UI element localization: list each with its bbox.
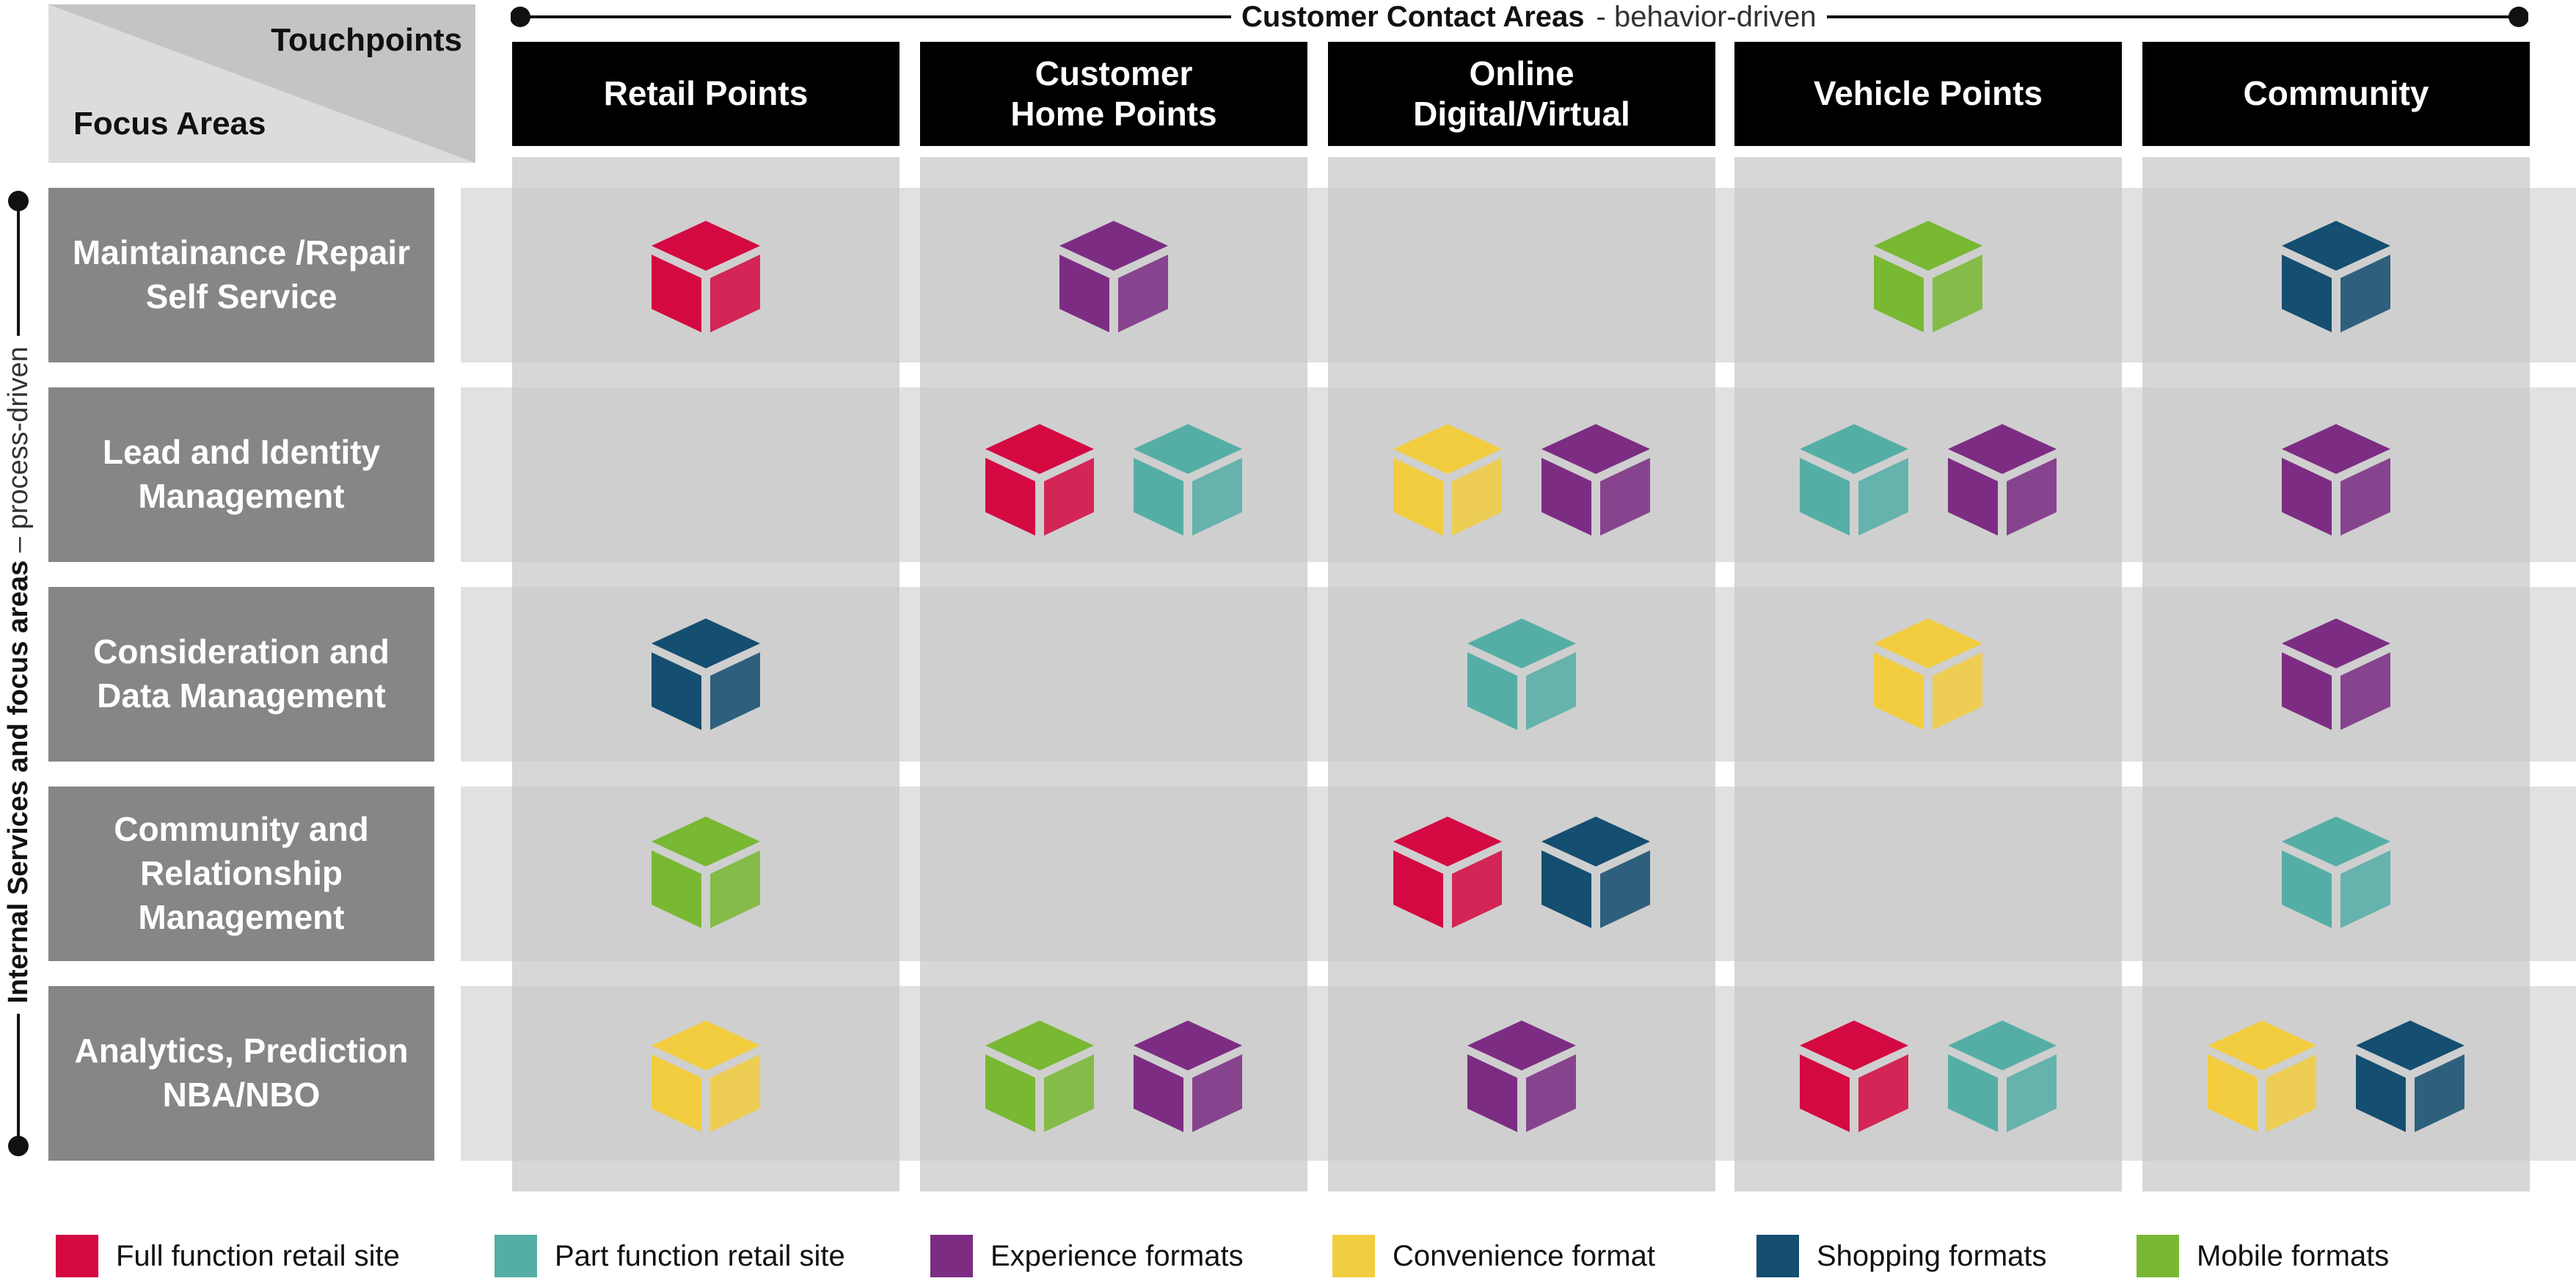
- shopping-cube-icon: [2348, 1015, 2473, 1139]
- full-cube-icon: [1792, 1015, 1916, 1139]
- convenience-cube-icon: [1385, 418, 1510, 543]
- focus-areas-label: Focus Areas: [73, 106, 266, 142]
- row-header-maintainance-self-service: Maintainance /Repair Self Service: [48, 188, 434, 362]
- touchpoints-label: Touchpoints: [271, 22, 462, 58]
- row-band-maintainance: [461, 188, 2576, 362]
- legend-label-experience: Experience formats: [990, 1239, 1244, 1272]
- legend-swatch-mobile: [2137, 1235, 2179, 1277]
- convenience-cube-icon: [1866, 613, 1991, 737]
- row-header-analytics-prediction: Analytics, Prediction NBA/NBO: [48, 986, 434, 1161]
- legend-item-part: Part function retail site: [495, 1234, 845, 1278]
- legend-swatch-convenience: [1332, 1235, 1375, 1277]
- row-header-community-relationship-management: Community and Relationship Management: [48, 787, 434, 961]
- experience-cube-icon: [2274, 613, 2398, 737]
- column-header-customer-home-points: Customer Home Points: [920, 42, 1307, 146]
- legend-item-full: Full function retail site: [56, 1234, 400, 1278]
- top-title-sub: - behavior-driven: [1596, 1, 1817, 33]
- legend-label-convenience: Convenience format: [1393, 1239, 1655, 1272]
- shopping-cube-icon: [2274, 215, 2398, 340]
- experience-cube-icon: [1459, 1015, 1584, 1139]
- corner-header-shape: [48, 4, 475, 163]
- part-cube-icon: [1940, 1015, 2065, 1139]
- column-header-online-digital-virtual: Online Digital/Virtual: [1328, 42, 1715, 146]
- experience-cube-icon: [1051, 215, 1176, 340]
- legend-label-part: Part function retail site: [555, 1239, 845, 1272]
- experience-cube-icon: [1533, 418, 1658, 543]
- full-cube-icon: [977, 418, 1102, 543]
- row-header-consideration-data-management: Consideration and Data Management: [48, 587, 434, 762]
- full-cube-icon: [1385, 811, 1510, 935]
- mobile-cube-icon: [643, 811, 768, 935]
- legend-item-shopping: Shopping formats: [1756, 1234, 2047, 1278]
- legend-item-experience: Experience formats: [930, 1234, 1244, 1278]
- left-title-sub: – process-driven: [3, 346, 34, 561]
- corner-header: Touchpoints Focus Areas: [48, 4, 475, 163]
- customer-contact-areas-title: Customer Contact Areas - behavior-driven: [1231, 0, 1827, 34]
- part-cube-icon: [2274, 811, 2398, 935]
- convenience-cube-icon: [643, 1015, 768, 1139]
- legend-item-convenience: Convenience format: [1332, 1234, 1655, 1278]
- legend-swatch-full: [56, 1235, 98, 1277]
- mobile-cube-icon: [1866, 215, 1991, 340]
- left-title-bold: Internal Services and focus areas: [3, 560, 34, 1004]
- full-cube-icon: [643, 215, 768, 340]
- experience-cube-icon: [2274, 418, 2398, 543]
- part-cube-icon: [1125, 418, 1250, 543]
- legend-label-mobile: Mobile formats: [2197, 1239, 2390, 1272]
- convenience-cube-icon: [2200, 1015, 2324, 1139]
- row-header-lead-identity-management: Lead and Identity Management: [48, 387, 434, 562]
- row-band-consideration: [461, 587, 2576, 762]
- row-band-community-relationship: [461, 787, 2576, 961]
- column-header-vehicle-points: Vehicle Points: [1734, 42, 2122, 146]
- experience-cube-icon: [1125, 1015, 1250, 1139]
- legend-label-shopping: Shopping formats: [1817, 1239, 2047, 1272]
- mobile-cube-icon: [977, 1015, 1102, 1139]
- legend-swatch-part: [495, 1235, 537, 1277]
- part-cube-icon: [1459, 613, 1584, 737]
- column-header-community: Community: [2142, 42, 2530, 146]
- experience-cube-icon: [1940, 418, 2065, 543]
- column-header-retail-points: Retail Points: [512, 42, 900, 146]
- row-band-lead-identity: [461, 387, 2576, 562]
- legend-label-full: Full function retail site: [116, 1239, 400, 1272]
- internal-services-title: Internal Services and focus areas – proc…: [2, 336, 34, 1014]
- top-title-bold: Customer Contact Areas: [1241, 1, 1585, 33]
- legend-swatch-shopping: [1756, 1235, 1799, 1277]
- legend-swatch-experience: [930, 1235, 973, 1277]
- part-cube-icon: [1792, 418, 1916, 543]
- legend-item-mobile: Mobile formats: [2137, 1234, 2389, 1278]
- shopping-cube-icon: [1533, 811, 1658, 935]
- shopping-cube-icon: [643, 613, 768, 737]
